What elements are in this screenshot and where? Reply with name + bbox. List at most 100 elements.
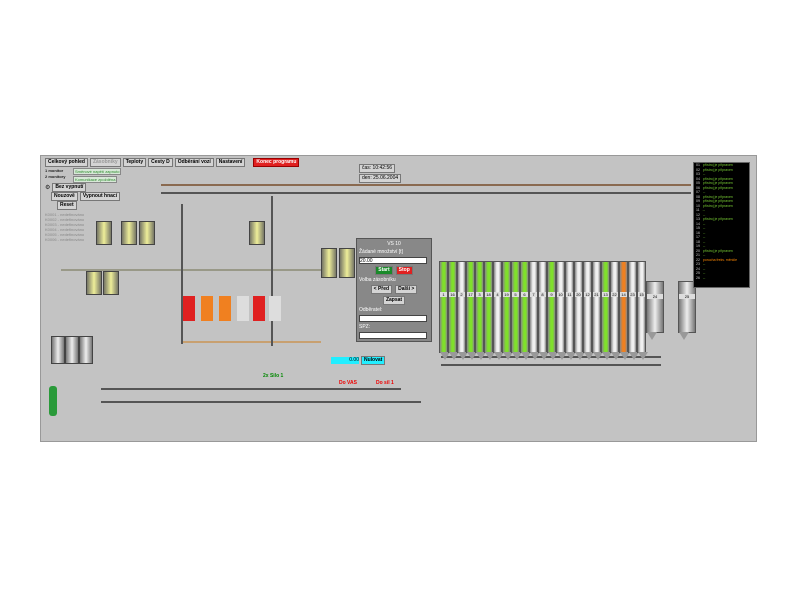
spz-input[interactable] (359, 332, 427, 339)
status-num: 03 (696, 172, 700, 176)
status-text: -- (702, 221, 706, 226)
prev-button[interactable]: < Před (370, 285, 393, 294)
drive-buttons: Nouzově Vypnout hnací (51, 192, 121, 201)
no-break-button[interactable]: Bez vypnutí (52, 183, 87, 192)
next-button[interactable]: Další > (395, 285, 418, 294)
pipe (161, 184, 691, 186)
status-item: 23-- (694, 262, 749, 267)
monitor2-option[interactable]: 2 monitory (45, 174, 66, 179)
tab-settings[interactable]: Nastavení (215, 158, 246, 167)
silo[interactable]: 6 (520, 261, 531, 360)
tab-temperatures[interactable]: Teploty (122, 158, 147, 167)
status-num: 19 (696, 244, 700, 248)
silo[interactable]: 2 (457, 261, 468, 360)
silo[interactable]: 15 (637, 261, 648, 360)
route-silo1: 2x Silo 1 (263, 373, 284, 379)
silo[interactable]: 23 (628, 261, 639, 360)
status-num: 02 (696, 167, 700, 172)
reset-button[interactable]: Reset (57, 201, 77, 210)
silo-label: 6 (521, 292, 528, 297)
silo[interactable]: 19 (502, 261, 513, 360)
tab-bins[interactable]: Zásobníky (89, 158, 121, 167)
big-silo: 24 (646, 281, 664, 340)
status-text: -- (702, 244, 706, 248)
route-vas: Do VAS (339, 380, 357, 386)
status-item: 21-- (694, 253, 749, 258)
tank (249, 221, 265, 245)
write-button[interactable]: Zapsat (382, 296, 406, 305)
stop-button[interactable]: Stop (395, 266, 413, 275)
silo-label: 10 (557, 292, 564, 297)
silo-label: 19 (503, 292, 510, 297)
status-text: -- (702, 172, 706, 176)
clock-date: den: 25.06.2004 (359, 174, 402, 183)
silo-label: 14 (620, 292, 627, 297)
status-num: 16 (696, 230, 700, 235)
pipe (441, 364, 661, 366)
silo-label: 18 (485, 292, 492, 297)
silo[interactable]: 9 (547, 261, 558, 360)
status-item: 16-- (694, 231, 749, 236)
customer-input[interactable] (359, 315, 427, 322)
message-list: K0001 - nedefinováno K0002 - nedefinován… (45, 212, 84, 242)
weight-display: 0.00 (331, 357, 359, 364)
silo[interactable]: 1 (439, 261, 450, 360)
status-text: přístroj je připraven (702, 181, 733, 185)
qty-label: Žádané množství [t] (359, 249, 403, 255)
zero-button[interactable]: Nulovat (361, 356, 386, 365)
silo[interactable]: 5 (511, 261, 522, 360)
status-text: -- (702, 266, 706, 271)
tab-loading[interactable]: Odběrání vozí (174, 158, 214, 167)
silo[interactable]: 20 (574, 261, 585, 360)
status-num: 25 (696, 271, 700, 275)
silo[interactable]: 12 (583, 261, 594, 360)
monitor1-option[interactable]: 1 monitor (45, 168, 64, 173)
silo[interactable]: 10 (556, 261, 567, 360)
tab-routes[interactable]: Cesty D (148, 158, 173, 167)
status-text: přístroj je připraven (702, 163, 733, 167)
status-item: 07-- (694, 190, 749, 195)
silo[interactable]: 11 (565, 261, 576, 360)
status-item: 12-- (694, 213, 749, 218)
status-num: 01 (696, 163, 700, 167)
silo-label: 20 (575, 292, 582, 297)
process-silo (219, 296, 231, 321)
tab-overview[interactable]: Celkový pohled (45, 158, 88, 167)
exit-button[interactable]: Konec programu (253, 158, 300, 167)
silo[interactable]: 7 (529, 261, 540, 360)
status-text: -- (702, 253, 706, 257)
status-num: 11 (696, 208, 700, 212)
emergency-button[interactable]: Nouzově (51, 192, 78, 201)
drives-off-button[interactable]: Vypnout hnací (79, 192, 121, 201)
silo[interactable]: 4 (493, 261, 504, 360)
status-num: 15 (696, 226, 700, 230)
silo[interactable]: 13 (601, 261, 612, 360)
qty-input[interactable] (359, 257, 427, 264)
silo[interactable]: 16 (448, 261, 459, 360)
status-voltage: Směnové napětí zapnuto (73, 168, 122, 175)
silo[interactable]: 8 (538, 261, 549, 360)
silo-label: 13 (602, 292, 609, 297)
silo[interactable]: 3 (475, 261, 486, 360)
process-silo (237, 296, 249, 321)
silo-label: 4 (494, 292, 501, 297)
message: K0002 - nedefinováno (45, 217, 85, 222)
silo[interactable]: 18 (484, 261, 495, 360)
silo[interactable]: 21 (592, 261, 603, 360)
scada-screen: Celkový pohled Zásobníky Teploty Cesty D… (40, 155, 757, 442)
silo[interactable]: 22 (610, 261, 621, 360)
status-num: 13 (696, 217, 700, 221)
silo-label: 22 (611, 292, 618, 297)
tank (121, 221, 137, 245)
silo[interactable]: 14 (619, 261, 630, 360)
start-button[interactable]: Start (375, 266, 393, 275)
status-item: 03-- (694, 172, 749, 177)
bin-choice-label: Volba zásobníku (359, 277, 396, 283)
pipe (101, 401, 421, 403)
silo[interactable]: 17 (466, 261, 477, 360)
gear-icon: ⚙ (45, 185, 51, 191)
silo-label: 7 (530, 292, 537, 297)
status-text: -- (702, 226, 706, 230)
